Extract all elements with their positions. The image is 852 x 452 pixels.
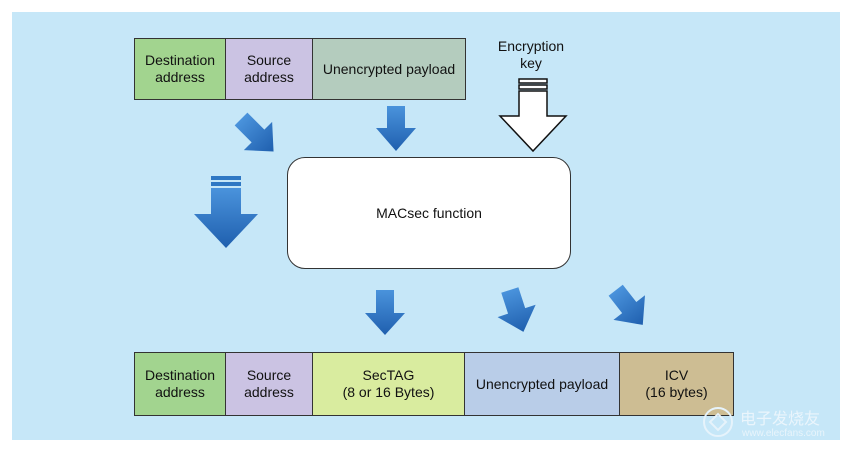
encryption-key-label: Encryption key (497, 38, 565, 71)
secured-source-field: Source address (226, 353, 313, 415)
original-frame: Destination address Source address Unenc… (134, 38, 466, 100)
secured-destination-field: Destination address (135, 353, 226, 415)
function-to-payload-arrow (497, 287, 536, 332)
macsec-function-label: MACsec function (376, 205, 482, 221)
watermark-logo-text: 电子发烧友 (740, 409, 820, 428)
watermark-logo: 电子发烧友 (703, 407, 820, 437)
function-to-icv-arrow (608, 284, 645, 325)
icv-field: ICV (16 bytes) (620, 353, 733, 415)
watermark-url: www.elecfans.com (742, 428, 825, 439)
function-to-sectag-arrow (365, 290, 405, 335)
sectag-field: SecTAG (8 or 16 Bytes) (313, 353, 465, 415)
encryption-key-arrow (498, 78, 568, 153)
original-payload-field: Unencrypted payload (313, 39, 465, 99)
address-bypass-arrow (194, 176, 258, 248)
secured-frame: Destination address Source address SecTA… (134, 352, 734, 416)
macsec-function-box: MACsec function (287, 157, 571, 269)
dest-to-function-arrow (234, 112, 274, 152)
original-source-field: Source address (226, 39, 313, 99)
payload-to-function-arrow (376, 106, 416, 151)
secured-payload-field: Unencrypted payload (465, 353, 620, 415)
original-destination-field: Destination address (135, 39, 226, 99)
